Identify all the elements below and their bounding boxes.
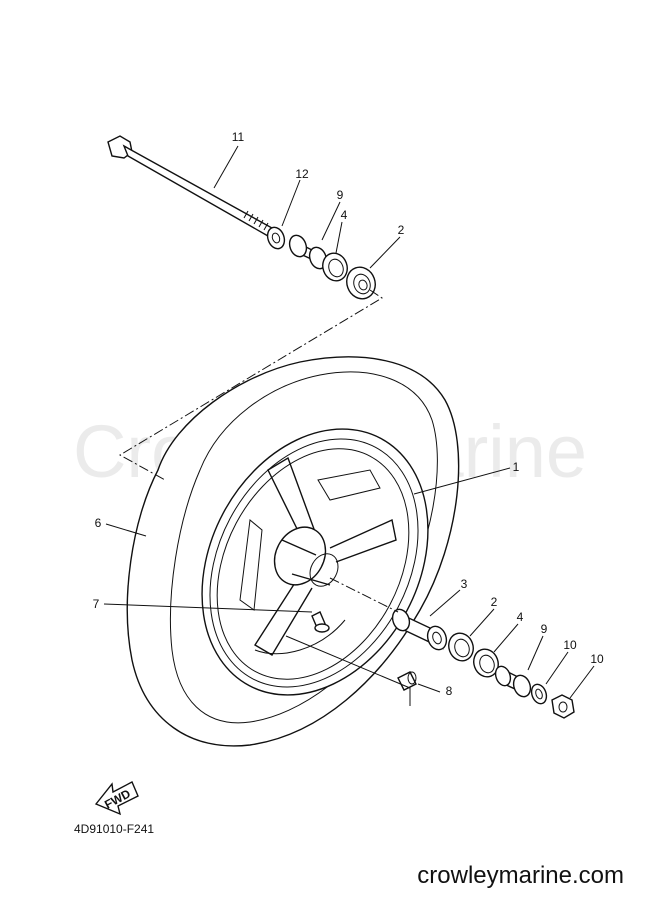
callout-10: 10 xyxy=(590,652,604,666)
spacer-upper[interactable] xyxy=(287,233,330,271)
callout-8: 11 xyxy=(232,130,245,144)
collar[interactable] xyxy=(390,607,450,652)
nut[interactable] xyxy=(551,694,575,719)
oil-seal-lower[interactable] xyxy=(470,646,502,681)
callout-6: 7 xyxy=(93,597,100,611)
callout-4-lower: 4 xyxy=(517,610,524,624)
washer-upper[interactable] xyxy=(265,225,288,251)
footer-site-text[interactable]: crowleymarine.com xyxy=(417,862,624,889)
wheel-rim[interactable] xyxy=(157,390,472,735)
callout-1: 1 xyxy=(513,460,520,474)
diagram-code: 4D91010-F241 xyxy=(74,822,154,836)
bearing-upper[interactable] xyxy=(342,263,379,303)
callout-2-lower: 2 xyxy=(491,595,498,609)
callout-12: 12 xyxy=(295,167,309,181)
fwd-arrow-icon: FWD xyxy=(94,781,139,816)
callout-2-upper: 2 xyxy=(398,223,405,237)
callout-9-upper: 9 xyxy=(337,188,344,202)
callout-3: 3 xyxy=(461,577,468,591)
assembly-lines xyxy=(103,145,595,706)
callout-4-upper: 4 xyxy=(341,208,348,222)
callout-9-lower: 9 xyxy=(541,622,548,636)
bearing-lower[interactable] xyxy=(445,630,477,665)
callout-11: 10 xyxy=(563,638,577,652)
oil-seal-upper[interactable] xyxy=(319,250,351,285)
washer-lower[interactable] xyxy=(529,682,549,706)
valve-cap[interactable] xyxy=(397,671,417,691)
axle-bolt[interactable] xyxy=(107,135,273,237)
callout-7: 8 xyxy=(446,684,453,698)
valve[interactable] xyxy=(311,611,330,633)
callout-labels: 11 12 9 4 2 1 6 7 3 2 4 9 10 10 8 xyxy=(93,130,604,698)
spacer-lower[interactable] xyxy=(493,664,533,699)
callout-5: 6 xyxy=(95,516,102,530)
